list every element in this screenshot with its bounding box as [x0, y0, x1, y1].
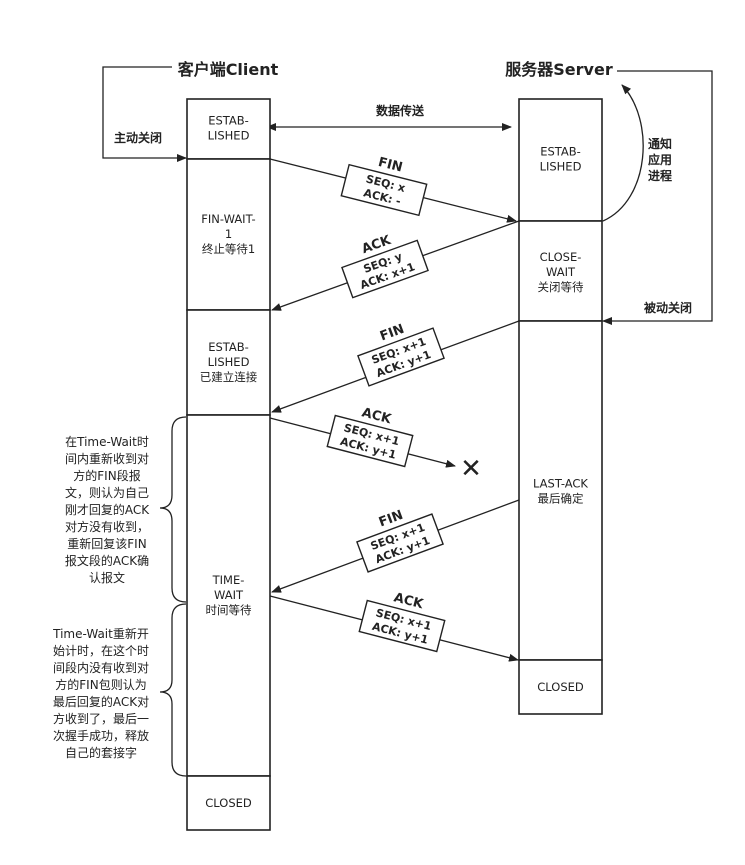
note2-line-0: Time-Wait重新开 [52, 626, 149, 641]
server-state-0-line-0: ESTAB- [540, 145, 581, 159]
message-name-0: FIN [376, 155, 404, 176]
active-close-connector [102, 66, 187, 162]
note2-line-7: 自己的套接字 [65, 745, 137, 760]
client-title: 客户端Client [178, 60, 279, 79]
server-state-1-line-2: 关闭等待 [538, 280, 584, 294]
client-state-3-line-0: TIME- [212, 573, 245, 587]
notify-app-label-1: 通知 [648, 136, 672, 151]
client-state-1-line-1: 1 [225, 227, 232, 241]
server-state-2-line-1: 最后确定 [538, 492, 584, 506]
brace-restart [159, 603, 187, 777]
client-state-time-wait-box [186, 414, 271, 777]
server-state-2-line-0: LAST-ACK [533, 477, 588, 491]
message-box-5 [358, 599, 446, 653]
note1-line-3: 文，则认为自己 [65, 485, 149, 500]
client-state-established-box [186, 98, 271, 160]
note1-line-0: 在Time-Wait时 [65, 435, 149, 449]
note1-line-8: 认报文 [89, 570, 125, 585]
client-state-0-line-1: LISHED [208, 129, 250, 143]
client-state-1-line-2: 终止等待1 [202, 242, 255, 256]
client-state-established-2-box [186, 309, 271, 416]
active-close-label: 主动关闭 [114, 130, 162, 145]
note2-line-2: 间段内没有收到对 [53, 660, 149, 675]
note1-line-6: 重新回复该FIN [67, 536, 146, 551]
client-state-3-line-1: WAIT [214, 588, 244, 602]
client-state-3-line-2: 时间等待 [206, 603, 252, 617]
note-restart: Time-Wait重新开始计时，在这个时间段内没有收到对方的FIN包则认为最后回… [52, 626, 149, 760]
message-box-0 [340, 163, 428, 217]
message-box-3 [326, 414, 414, 468]
note1-line-1: 间内重新收到对 [65, 451, 149, 466]
note2-line-6: 次握手成功，释放 [53, 728, 149, 743]
client-state-2-line-0: ESTAB- [208, 340, 249, 354]
server-state-closed-box [518, 659, 603, 715]
server-state-3-line-0: CLOSED [537, 680, 584, 694]
note2-line-4: 最后回复的ACK对 [53, 694, 149, 709]
server-state-close-wait-box [518, 220, 603, 322]
message-box-4 [356, 513, 444, 573]
note-retransmit: 在Time-Wait时间内重新收到对方的FIN段报文，则认为自己刚才回复的ACK… [65, 435, 150, 585]
note1-line-4: 刚才回复的ACK [65, 502, 150, 517]
client-state-closed-box [186, 775, 271, 831]
brace-retransmit [159, 416, 187, 603]
client-state-4-line-0: CLOSED [205, 796, 252, 810]
passive-close-label: 被动关闭 [644, 300, 692, 315]
notify-app-label-2: 应用 [648, 152, 672, 167]
notify-app-label-3: 进程 [648, 168, 672, 183]
passive-close-connector [602, 70, 713, 325]
data-transfer-label: 数据传送 [376, 103, 425, 118]
server-state-1-line-1: WAIT [546, 265, 576, 279]
note2-line-3: 方的FIN包则认为 [55, 677, 146, 692]
lost-packet-mark: ✕ [460, 454, 482, 484]
note1-line-2: 方的FIN段报 [73, 468, 140, 483]
client-state-column: ESTAB-LISHEDFIN-WAIT-1终止等待1ESTAB-LISHED已… [186, 98, 271, 831]
server-state-last-ack-box [518, 320, 603, 661]
server-title: 服务器Server [505, 60, 613, 79]
server-state-1-line-0: CLOSE- [540, 250, 582, 264]
server-state-0-line-1: LISHED [540, 160, 582, 174]
note1-line-7: 报文段的ACK确 [65, 553, 149, 568]
message-box-2 [357, 327, 445, 387]
client-state-2-line-2: 已建立连接 [200, 370, 258, 384]
note2-line-1: 始计时，在这个时 [53, 643, 149, 658]
message-box-1 [341, 239, 429, 299]
message-name-3: ACK [360, 405, 393, 427]
server-state-established-box [518, 98, 603, 222]
message-name-5: ACK [392, 590, 425, 612]
notify-app-arrow [602, 84, 644, 222]
client-state-2-line-1: LISHED [208, 355, 250, 369]
client-state-1-line-0: FIN-WAIT- [201, 212, 255, 226]
note1-line-5: 对方没有收到， [65, 519, 149, 534]
note2-line-5: 方收到了，最后一 [53, 711, 149, 726]
client-state-0-line-0: ESTAB- [208, 114, 249, 128]
client-state-fin-wait-1-box [186, 158, 271, 311]
